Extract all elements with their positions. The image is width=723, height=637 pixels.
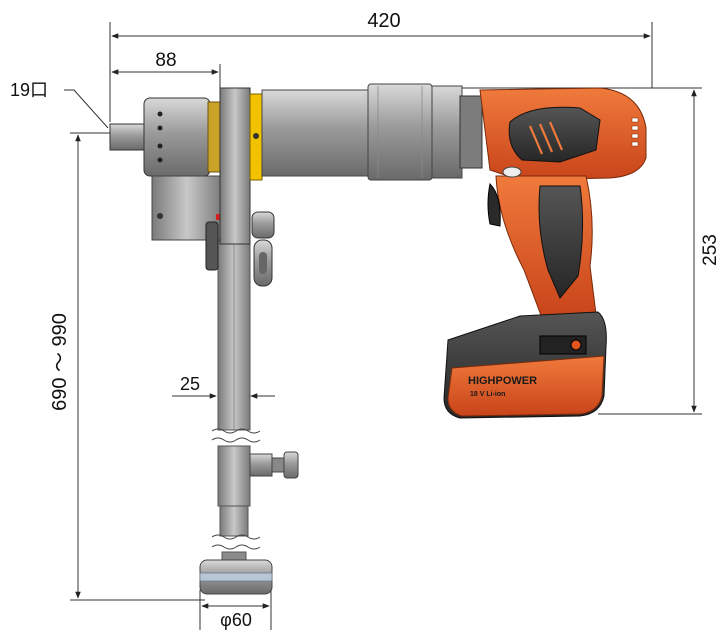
gearbox-housing bbox=[261, 83, 483, 181]
battery-spec-text: 18 V Li-ion bbox=[470, 391, 505, 398]
reaction-plate bbox=[219, 87, 275, 287]
battery-pack: HIGHPOWER 18 V Li-ion bbox=[443, 311, 607, 419]
dimension-lines bbox=[64, 22, 702, 630]
gear-head bbox=[143, 97, 224, 271]
square-drive-label: 19口 bbox=[10, 80, 48, 100]
battery-brand-text: HIGHPOWER bbox=[468, 375, 537, 387]
height-label: 253 bbox=[700, 234, 721, 266]
reaction-arm bbox=[199, 239, 299, 595]
foot-diameter-label: φ60 bbox=[220, 610, 252, 630]
square-drive bbox=[109, 123, 145, 151]
overall-length-label: 420 bbox=[367, 10, 400, 32]
arm-length-label: 690 ～ 990 bbox=[49, 313, 71, 411]
arm-width-label: 25 bbox=[180, 374, 200, 394]
nose-length-label: 88 bbox=[155, 50, 176, 71]
drill-body bbox=[479, 87, 647, 319]
